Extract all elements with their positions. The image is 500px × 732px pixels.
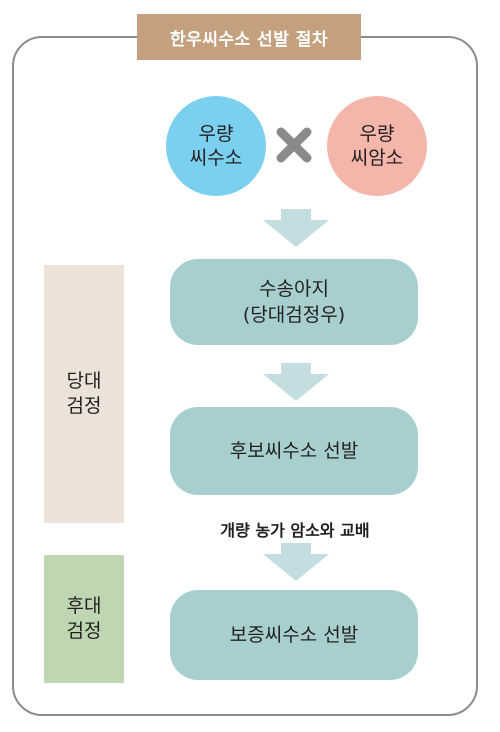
down-arrow-icon xyxy=(263,209,329,247)
down-arrow-icon xyxy=(263,363,329,401)
dam-circle: 우량 씨암소 xyxy=(327,96,427,196)
step-calf-line2: (당대검정우) xyxy=(242,304,346,326)
dam-label-line1: 우량 xyxy=(359,123,395,145)
dam-label-line2: 씨암소 xyxy=(350,147,404,169)
exchange-label: 개량 농가 암소와 교배 xyxy=(220,521,370,540)
step-calf-box: 수송아지 (당대검정우) xyxy=(170,259,418,345)
times-icon xyxy=(276,127,312,163)
phase-performance-test: 당대 검정 xyxy=(44,265,124,523)
phase-progeny-line2: 검정 xyxy=(66,620,102,642)
step-calf-line1: 수송아지 xyxy=(259,278,329,300)
step-candidate-label: 후보씨수소 선발 xyxy=(229,440,359,462)
phase-progeny-test: 후대 검정 xyxy=(44,555,124,683)
phase-performance-line2: 검정 xyxy=(66,395,102,417)
down-arrow-icon xyxy=(263,543,329,581)
step-candidate-box: 후보씨수소 선발 xyxy=(170,407,418,495)
step-proven-label: 보증씨수소 선발 xyxy=(229,624,359,646)
phase-performance-line1: 당대 xyxy=(66,370,102,392)
sire-circle: 우량 씨수소 xyxy=(166,96,266,196)
diagram-title: 한우씨수소 선발 절차 xyxy=(137,14,361,60)
sire-label-line1: 우량 xyxy=(198,123,234,145)
sire-label-line2: 씨수소 xyxy=(189,147,243,169)
phase-progeny-line1: 후대 xyxy=(66,595,102,617)
step-proven-box: 보증씨수소 선발 xyxy=(170,590,418,680)
